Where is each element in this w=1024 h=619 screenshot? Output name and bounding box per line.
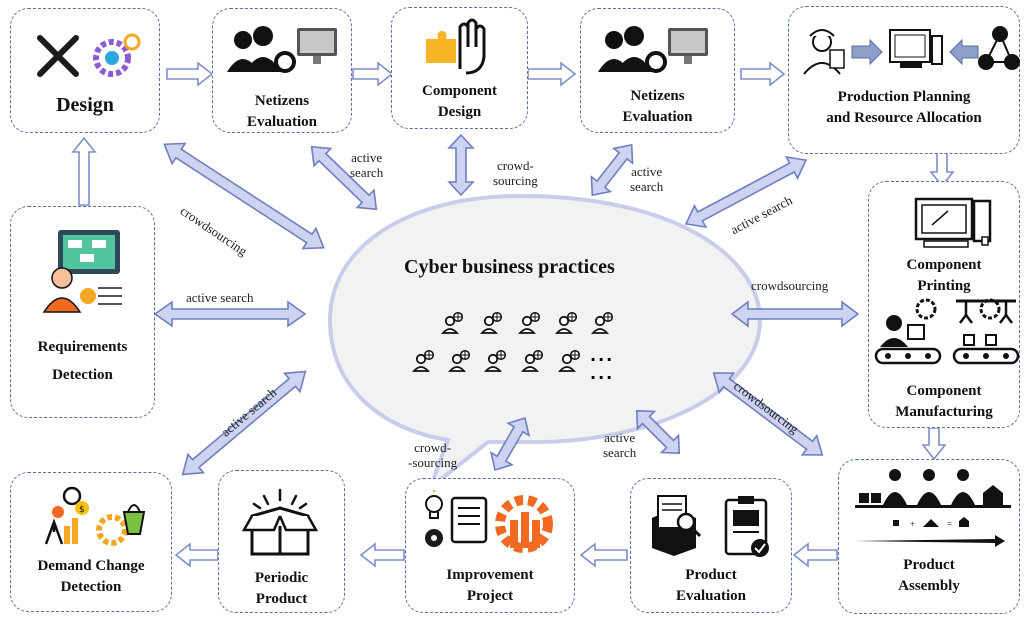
component-design-line1: Component <box>421 83 497 99</box>
requirements-detection-line1: Requirements <box>37 339 128 355</box>
flow-arrows <box>71 61 955 568</box>
svg-text:$: $ <box>79 505 85 515</box>
demand-change-detection-line2: Detection <box>60 579 122 595</box>
demand-change-detection-line1: Demand Change <box>37 558 145 574</box>
edge-label-active-search-2: active search <box>630 164 663 194</box>
demand-change-detection-label: Demand Change Detection <box>10 556 172 598</box>
component-design-label: Component Design <box>391 81 528 123</box>
more-netizens-ellipsis-1: ... <box>590 346 615 365</box>
requirements-detection-icon <box>42 230 122 313</box>
periodic-product-line2: Product <box>255 591 308 607</box>
requirements-detection-line2: Detection <box>52 367 113 383</box>
netizens-evaluation-2-line2: Evaluation <box>622 109 693 125</box>
production-planning-line1: Production Planning <box>837 89 971 105</box>
product-assembly-line2: Assembly <box>898 578 960 594</box>
edge-label-line: crowd- <box>414 440 451 455</box>
periodic-product-line1: Periodic <box>254 570 309 586</box>
edge-label-line: active <box>604 430 636 445</box>
improvement-project-line1: Improvement <box>446 567 534 583</box>
design-label: Design <box>56 94 114 116</box>
center-title: Cyber business practices <box>404 256 615 278</box>
component-design-line2: Design <box>437 104 482 120</box>
edge-label-crowd-sourcing-improvement: crowd- -sourcing <box>408 440 457 470</box>
periodic-product-box-icon <box>241 488 319 556</box>
demand-change-detection-icon: $ <box>44 486 146 546</box>
product-assembly-label: Product Assembly <box>838 555 1020 597</box>
periodic-product-label: Periodic Product <box>218 568 345 610</box>
component-manufacturing-icon <box>874 298 1020 365</box>
netizens-evaluation-1-line1: Netizens <box>254 93 310 109</box>
improvement-project-icon <box>425 490 553 553</box>
demand-change-detection-box <box>10 472 172 612</box>
component-printing-label: Component Printing <box>868 255 1020 297</box>
edge-label-active-search-product-eval: active search <box>603 430 636 460</box>
netizens-evaluation-2-icon <box>598 26 708 73</box>
edge-label-line: crowd- <box>496 158 534 173</box>
production-planning-icon <box>803 26 1020 75</box>
design-tools-icon <box>37 33 141 77</box>
center-bubble <box>327 193 763 495</box>
requirements-detection-label: Requirements Detection <box>10 333 155 389</box>
edge-label-line: sourcing <box>493 173 538 188</box>
edge-label-line: active <box>351 150 383 165</box>
svg-text:+: + <box>910 519 915 529</box>
component-manufacturing-label: Component Manufacturing <box>868 381 1020 423</box>
component-printing-icon <box>914 197 992 248</box>
double-arrows <box>153 133 860 476</box>
component-printing-line2: Printing <box>917 278 971 294</box>
edge-label-line: active <box>631 164 663 179</box>
component-design-puzzle-icon <box>426 18 486 75</box>
improvement-project-line2: Project <box>466 588 514 604</box>
improvement-project-label: Improvement Project <box>405 565 575 607</box>
production-planning-label: Production Planning and Resource Allocat… <box>788 87 1020 129</box>
svg-text:=: = <box>947 519 952 529</box>
product-assembly-icon: + = <box>855 469 1011 547</box>
product-assembly-box <box>838 459 1020 614</box>
netizens-evaluation-1-line2: Evaluation <box>246 114 318 130</box>
edge-label-active-search-requirements: active search <box>186 290 254 305</box>
production-planning-line2: and Resource Allocation <box>826 110 982 126</box>
component-manufacturing-line2: Manufacturing <box>895 404 993 420</box>
netizens-evaluation-2-line1: Netizens <box>630 88 685 104</box>
component-manufacturing-line1: Component <box>906 383 982 399</box>
product-evaluation-line2: Evaluation <box>675 588 747 604</box>
more-netizens-ellipsis-2: ... <box>590 364 615 383</box>
edge-label-line: search <box>630 179 664 194</box>
component-printing-line1: Component <box>906 257 982 273</box>
edge-label-crowdsourcing-printing: crowdsourcing <box>751 278 829 293</box>
edge-label-line: search <box>603 445 637 460</box>
product-evaluation-icon <box>652 495 769 557</box>
product-evaluation-line1: Product <box>685 567 737 583</box>
product-evaluation-label: Product Evaluation <box>630 565 792 607</box>
design-box <box>10 8 160 133</box>
edge-label-line: search <box>350 165 384 180</box>
netizens-evaluation-2-label: Netizens Evaluation <box>580 86 735 128</box>
edge-label-active-search-1: active search <box>350 150 383 180</box>
edge-label-line: -sourcing <box>408 455 458 470</box>
netizens-evaluation-1-icon <box>227 26 337 73</box>
edge-label-crowd-sourcing-1: crowd- sourcing <box>493 158 538 188</box>
netizens-evaluation-1-label: Netizens Evaluation <box>212 91 352 133</box>
product-assembly-line1: Product <box>903 557 955 573</box>
